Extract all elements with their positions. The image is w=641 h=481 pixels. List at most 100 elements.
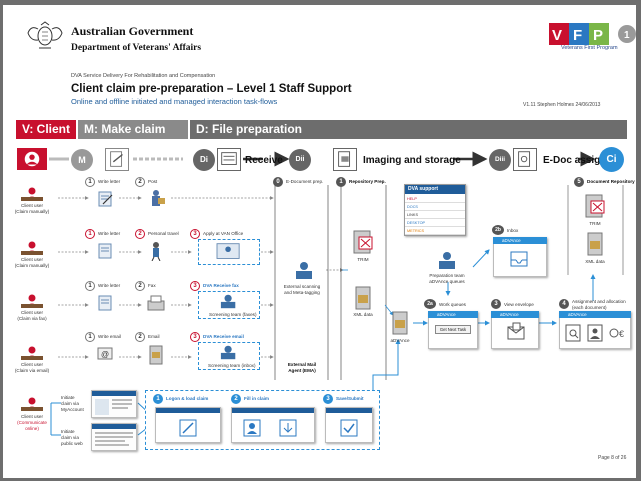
client-user-icon [21,294,43,308]
flow-edoc-label: E-Doc assign [543,155,607,166]
travel-icon [145,241,167,262]
dva-support-links[interactable]: LINKS [405,211,465,219]
email-icon: @ [95,344,115,364]
lane3-client-mode: (Claim via fax) [17,316,47,321]
client-user-icon [21,346,43,360]
doc-repo-label: Document Repository [587,179,635,184]
coat-of-arms-icon [27,21,63,49]
flow-node-ci: Ci [599,147,624,172]
public-web-screenshot[interactable] [91,423,137,451]
phase-file-preparation: D: File preparation [190,120,627,139]
flow-receive-label: Receive [245,155,283,166]
online-step2-number: 2 [231,394,241,404]
lane2-step3-label: Apply at VAN Office [203,231,244,236]
submit-check-icon [339,418,359,438]
flow-imaging-label: Imaging and storage [363,155,461,166]
vfp-logo: V F P 1 [549,23,636,45]
receive-icon [217,148,241,171]
lane2-step1-label: Write letter [98,231,121,236]
init-publicweb-1: Initiate [61,429,75,434]
inbox-number: 2b [492,225,504,235]
lane2-client-mode: (Claim manually) [14,263,50,268]
lane4-step3-label: DVA Receive email [203,334,244,339]
dva-support-docs[interactable]: DOCS [405,203,465,211]
xml-server-icon [351,285,375,311]
svg-text:@: @ [101,350,109,359]
client-user-icon [17,148,47,170]
claim-form-icon [105,148,129,171]
online-step1-number: 1 [153,394,163,404]
svg-text:F: F [573,27,582,44]
init-publicweb-2: claim via [61,435,79,440]
write-letter-icon [95,241,115,261]
client-user-icon [21,397,43,411]
lane4-step1-number: 1 [85,332,95,342]
download-form-icon [278,418,298,438]
init-myaccount-2: claim via [61,401,79,406]
dva-support-title: DVA support [405,185,465,194]
lane4-step1-label: Write email [98,334,121,339]
edoc-scan-line2: and Meta-tagging [284,290,320,295]
lane4-client: Client user [21,362,43,367]
lane1-step1-label: Write letter [98,179,121,184]
lane2-step1-number: 1 [85,229,95,239]
get-next-task-button[interactable]: Get Next Task [435,325,471,334]
lane4-team: Screening team (inbox) [208,363,256,368]
flow-node-di: Di [193,149,215,171]
user-profile-icon [242,418,262,438]
search-document-icon [564,323,584,343]
dva-support-desktop[interactable]: DESKTOP [405,219,465,227]
logon-window [155,407,221,443]
government-name: Australian Government [71,24,194,38]
edoc-mail-line2: Agent (EMA) [288,368,316,373]
view-envelope-number: 3 [491,299,501,309]
edoc-label: E-Document prep. [286,179,324,184]
assignment-number: 4 [559,299,569,309]
lane4-step2-number: 2 [135,332,145,342]
server-icon [147,344,165,366]
lane3-team: Screening team (faxes) [209,312,257,317]
imaging-icon [333,148,357,171]
lane4-step2-label: Email [148,334,160,339]
fill-claim-window [231,407,315,443]
work-queues-label: Work queues [439,302,466,307]
flow-node-diii: Diii [489,149,511,171]
write-letter-icon [95,293,115,313]
department-name: Department of Veterans' Affairs [71,43,202,53]
prep-team-line2: aDVAnce queues [429,279,465,284]
van-office-box [198,239,260,265]
lane1-step2-number: 2 [135,177,145,187]
lane3-step3-number: 3 [190,281,200,291]
init-myaccount-3: MyAccount [61,407,84,412]
edoc-number: 0 [273,177,283,187]
lane2-step2-number: 2 [135,229,145,239]
online-step3-label: Save/Submit [336,396,364,401]
scanning-team-icon [290,260,318,282]
dva-support-metrics[interactable]: METRICS [405,227,465,235]
work-queues-advance-bar: aDVAnce [428,311,478,318]
lane1-client: Client user [21,203,43,208]
myaccount-screenshot[interactable] [91,390,137,418]
lane3-client: Client user [21,310,43,315]
svg-text:V: V [552,27,562,44]
lane3-step1-number: 1 [85,281,95,291]
page-number: Page 8 of 26 [598,455,627,461]
edoc-mail-line1: External Mail [287,362,317,367]
assign-user-icon [586,323,606,343]
docs-label: DOCS [407,205,418,209]
edoc-icon [513,148,537,171]
help-label: HELP [407,197,417,201]
init-myaccount-1: Initiate [61,395,75,400]
lane2-step3-number: 3 [190,229,200,239]
online-step3-number: 3 [323,394,333,404]
submit-window [325,407,373,443]
online-step2-label: Fill in claim [244,396,270,401]
page-title: Client claim pre-preparation – Level 1 S… [71,83,352,95]
inbox-advance-bar: aDVAnce [493,237,547,244]
preparation-team-icon [433,250,461,272]
lane3-step1-label: Write letter [98,283,121,288]
lane2-step2-label: Personal travel [148,231,179,236]
init-publicweb-3: public web [61,441,83,446]
dva-support-help[interactable]: HELP [405,195,465,203]
allocate-icon: € [607,323,629,343]
